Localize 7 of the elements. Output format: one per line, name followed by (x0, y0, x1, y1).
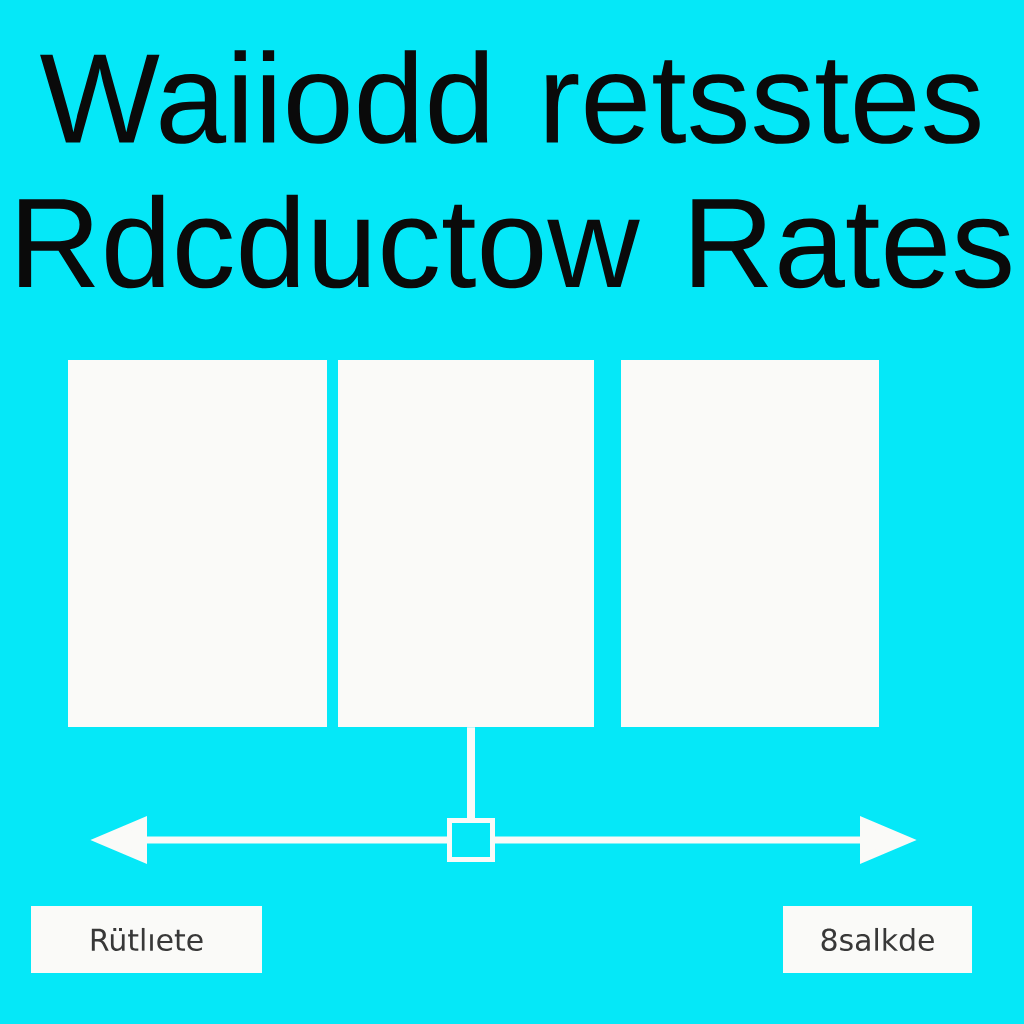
title: Waiiodd retsstes Rdcductow Rates (19, 50, 1011, 289)
blank-panel (338, 360, 594, 727)
label-box: 8salkde (783, 906, 972, 973)
blank-panel (621, 360, 879, 727)
junction-box (447, 818, 495, 862)
label-box: Rütlıete (31, 906, 262, 973)
blank-panel (68, 360, 327, 727)
